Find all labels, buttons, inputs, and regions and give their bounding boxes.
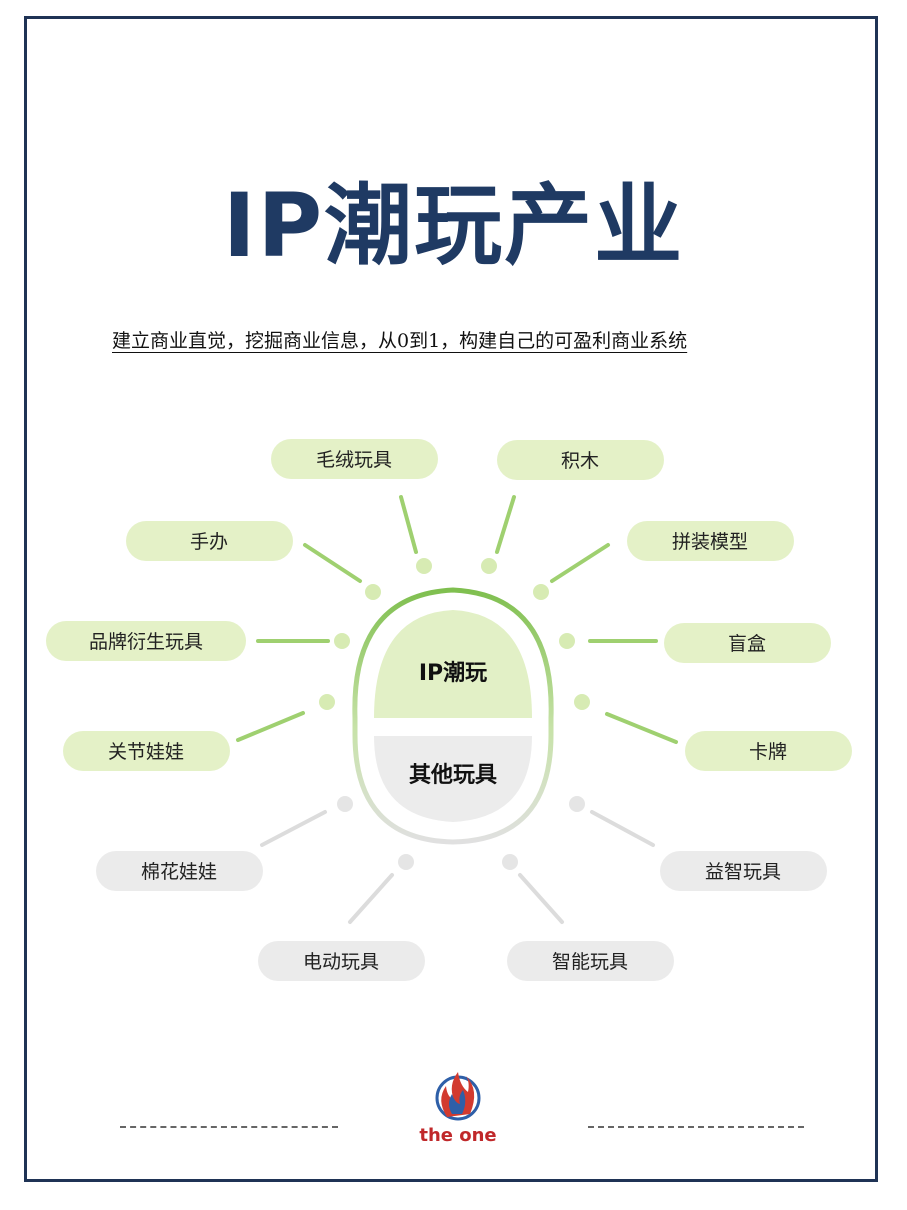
pill-label: 关节娃娃 <box>108 741 184 763</box>
pill-label: 智能玩具 <box>552 951 628 973</box>
connector-line <box>260 810 327 847</box>
footer-divider-left <box>120 1126 338 1128</box>
pill-model-kits: 拼装模型 <box>627 521 794 561</box>
connector-dot <box>319 694 335 710</box>
pill-blind-box: 盲盒 <box>664 623 831 663</box>
connector-line <box>495 495 516 554</box>
flame-logo-icon <box>435 1072 481 1121</box>
pill-label: 益智玩具 <box>705 861 781 883</box>
connector-dot <box>533 584 549 600</box>
center-other-half <box>374 736 532 822</box>
center-ip-half <box>374 610 532 718</box>
connector-line <box>399 495 418 554</box>
pill-educational-toys: 益智玩具 <box>660 851 827 891</box>
pill-electric-toys: 电动玩具 <box>258 941 425 981</box>
connector-dot <box>398 854 414 870</box>
connector-dot <box>334 633 350 649</box>
connector-dot <box>559 633 575 649</box>
pill-brand-derivative-toys: 品牌衍生玩具 <box>46 621 246 661</box>
ip-dots <box>319 558 590 710</box>
connector-line <box>303 543 362 583</box>
page-frame <box>24 16 878 1182</box>
pill-label: 电动玩具 <box>303 951 379 973</box>
center-other-label: 其他玩具 <box>409 763 497 788</box>
pill-trading-cards: 卡牌 <box>685 731 852 771</box>
pill-cotton-dolls: 棉花娃娃 <box>96 851 263 891</box>
footer-divider-right <box>588 1126 804 1128</box>
ip-connectors <box>236 495 678 744</box>
connector-dot <box>365 584 381 600</box>
pill-label: 品牌衍生玩具 <box>89 631 203 653</box>
connector-dot <box>569 796 585 812</box>
pill-plush-toys: 毛绒玩具 <box>271 439 438 479</box>
connector-line <box>236 711 305 742</box>
pill-label: 积木 <box>561 450 599 472</box>
connector-dot <box>502 854 518 870</box>
pill-label: 毛绒玩具 <box>316 449 392 471</box>
other-pills: 棉花娃娃 益智玩具 电动玩具 智能玩具 <box>96 851 827 981</box>
other-dots <box>337 796 585 870</box>
pill-figures: 手办 <box>126 521 293 561</box>
connector-dot <box>337 796 353 812</box>
pill-building-blocks: 积木 <box>497 440 664 480</box>
pill-smart-toys: 智能玩具 <box>507 941 674 981</box>
connector-dot <box>481 558 497 574</box>
pill-label: 拼装模型 <box>672 531 748 553</box>
ip-pills: 毛绒玩具 积木 手办 拼装模型 品牌衍生玩具 盲盒 关节娃娃 卡牌 <box>46 439 852 771</box>
connector-line <box>518 873 564 924</box>
connector-dot <box>416 558 432 574</box>
connector-line <box>348 873 394 924</box>
center-ip-label: IP潮玩 <box>419 661 487 686</box>
connector-dot <box>574 694 590 710</box>
connector-line <box>550 543 610 583</box>
center-ring <box>352 587 554 845</box>
pill-label: 盲盒 <box>728 633 766 655</box>
logo-text: the one <box>419 1125 497 1146</box>
page-title: IP潮玩产业 <box>222 174 685 277</box>
pill-label: 手办 <box>190 531 228 553</box>
page-subtitle: 建立商业直觉，挖掘商业信息，从0到1，构建自己的可盈利商业系统 <box>112 330 688 352</box>
center-core: IP潮玩 其他玩具 <box>352 587 554 845</box>
pill-label: 棉花娃娃 <box>141 861 217 883</box>
other-connectors <box>260 810 655 924</box>
connector-line <box>605 712 678 744</box>
pill-label: 卡牌 <box>749 741 787 763</box>
pill-ball-jointed-dolls: 关节娃娃 <box>63 731 230 771</box>
connector-line <box>590 810 655 847</box>
